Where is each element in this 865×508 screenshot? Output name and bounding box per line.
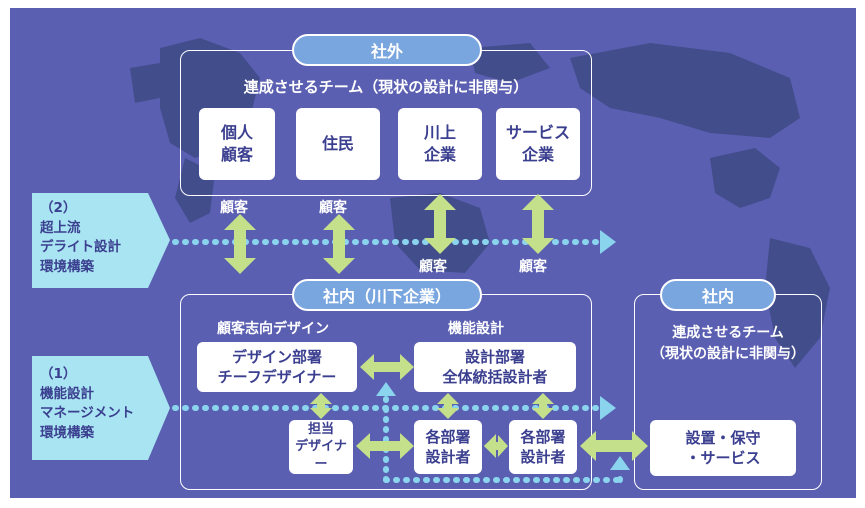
card-line: 個人 — [220, 123, 253, 143]
card-line: 設計部署 — [464, 347, 525, 366]
external-title: 社外 — [292, 34, 482, 66]
double-arrow — [484, 435, 508, 457]
card-line: チーフデザイナー — [217, 368, 337, 386]
double-arrow — [437, 393, 459, 419]
customer-label: 顧客 — [519, 259, 547, 275]
card-line: 企業 — [521, 145, 554, 164]
side-label-upper: （2） 超上流 デライト設計 環境構築 — [40, 199, 121, 277]
dept-engineer-card-2: 各部署 設計者 — [509, 420, 577, 474]
internal-team-subtitle: 連成させるチーム （現状の設計に非関与） — [634, 323, 822, 365]
card-line: 設計者 — [425, 448, 471, 466]
card-line: 全体統括設計者 — [442, 368, 548, 386]
card-line: 設計者 — [520, 448, 566, 466]
side-label-line: マネージメント — [40, 405, 135, 422]
side-label-line: （2） — [40, 200, 77, 216]
customer-label: 顧客 — [419, 259, 447, 275]
upper-dotted-arrowhead — [600, 230, 616, 254]
card-upstream-company: 川上 企業 — [398, 108, 482, 180]
dept-engineer-card-1: 各部署 設計者 — [414, 420, 482, 474]
installation-service-card: 設置・保守 ・サービス — [650, 420, 796, 476]
vertical-dotted-arrowhead — [376, 382, 396, 396]
internal-team-title: 社内 — [660, 279, 776, 311]
functional-design-heading: 機能設計 — [448, 321, 504, 337]
side-label-line: 機能設計 — [40, 385, 94, 402]
card-service-company: サービス 企業 — [496, 108, 580, 180]
card-line: 住民 — [321, 134, 354, 154]
double-arrow — [310, 393, 332, 419]
card-line: 各部署 — [425, 427, 471, 446]
card-line: 設置・保守 — [685, 428, 761, 447]
upper-chevron-shape — [32, 193, 170, 288]
card-line: 担当 — [307, 421, 334, 437]
designer-card: 担当 デザイナー — [289, 420, 353, 474]
card-line: 川上 — [423, 123, 456, 143]
double-arrow — [323, 214, 355, 274]
side-label-line: 環境構築 — [40, 424, 94, 441]
design-department-card: デザイン部署 チーフデザイナー — [197, 342, 357, 392]
card-line: 企業 — [423, 145, 456, 164]
right-dotted-arrowhead — [610, 456, 630, 470]
side-label-line: 環境構築 — [40, 258, 94, 275]
card-line: サービス — [505, 123, 570, 143]
double-arrow — [424, 194, 456, 254]
card-residents: 住民 — [296, 108, 380, 180]
side-chevrons — [32, 193, 170, 460]
lower-chevron-shape — [32, 356, 170, 460]
side-label-line: （1） — [40, 366, 77, 382]
card-individual-customer: 個人 顧客 — [199, 108, 275, 180]
customer-oriented-design-heading: 顧客志向デザイン — [217, 321, 329, 337]
card-line: ・サービス — [685, 449, 761, 467]
double-arrow — [360, 354, 414, 380]
customer-label: 顧客 — [319, 200, 347, 216]
customer-label: 顧客 — [220, 200, 248, 216]
lower-dotted-arrowhead — [600, 396, 616, 420]
subtitle-line: 連成させるチーム — [672, 325, 784, 341]
card-line: 顧客 — [220, 145, 253, 164]
design-engineering-card: 設計部署 全体統括設計者 — [414, 342, 576, 392]
card-line: デザイン部署 — [231, 347, 322, 366]
side-label-lower: （1） 機能設計 マネージメント 環境構築 — [40, 365, 134, 443]
double-arrow — [356, 433, 414, 459]
double-arrow — [580, 431, 648, 461]
subtitle-line: （現状の設計に非関与） — [651, 346, 805, 362]
side-label-line: デライト設計 — [40, 239, 121, 256]
diagram-canvas: 社外 連成させるチーム（現状の設計に非関与） 個人 顧客 住民 川上 企業 サー… — [10, 8, 856, 498]
side-label-line: 超上流 — [40, 219, 81, 236]
double-arrow — [522, 194, 554, 254]
arrows-overlay — [172, 194, 648, 483]
card-line: デザイナー — [295, 439, 347, 472]
internal-title: 社内（川下企業） — [292, 279, 482, 311]
external-subtitle: 連成させるチーム（現状の設計に非関与） — [243, 78, 529, 96]
double-arrow — [532, 393, 554, 419]
card-line: 各部署 — [520, 427, 566, 446]
double-arrow — [224, 214, 256, 274]
